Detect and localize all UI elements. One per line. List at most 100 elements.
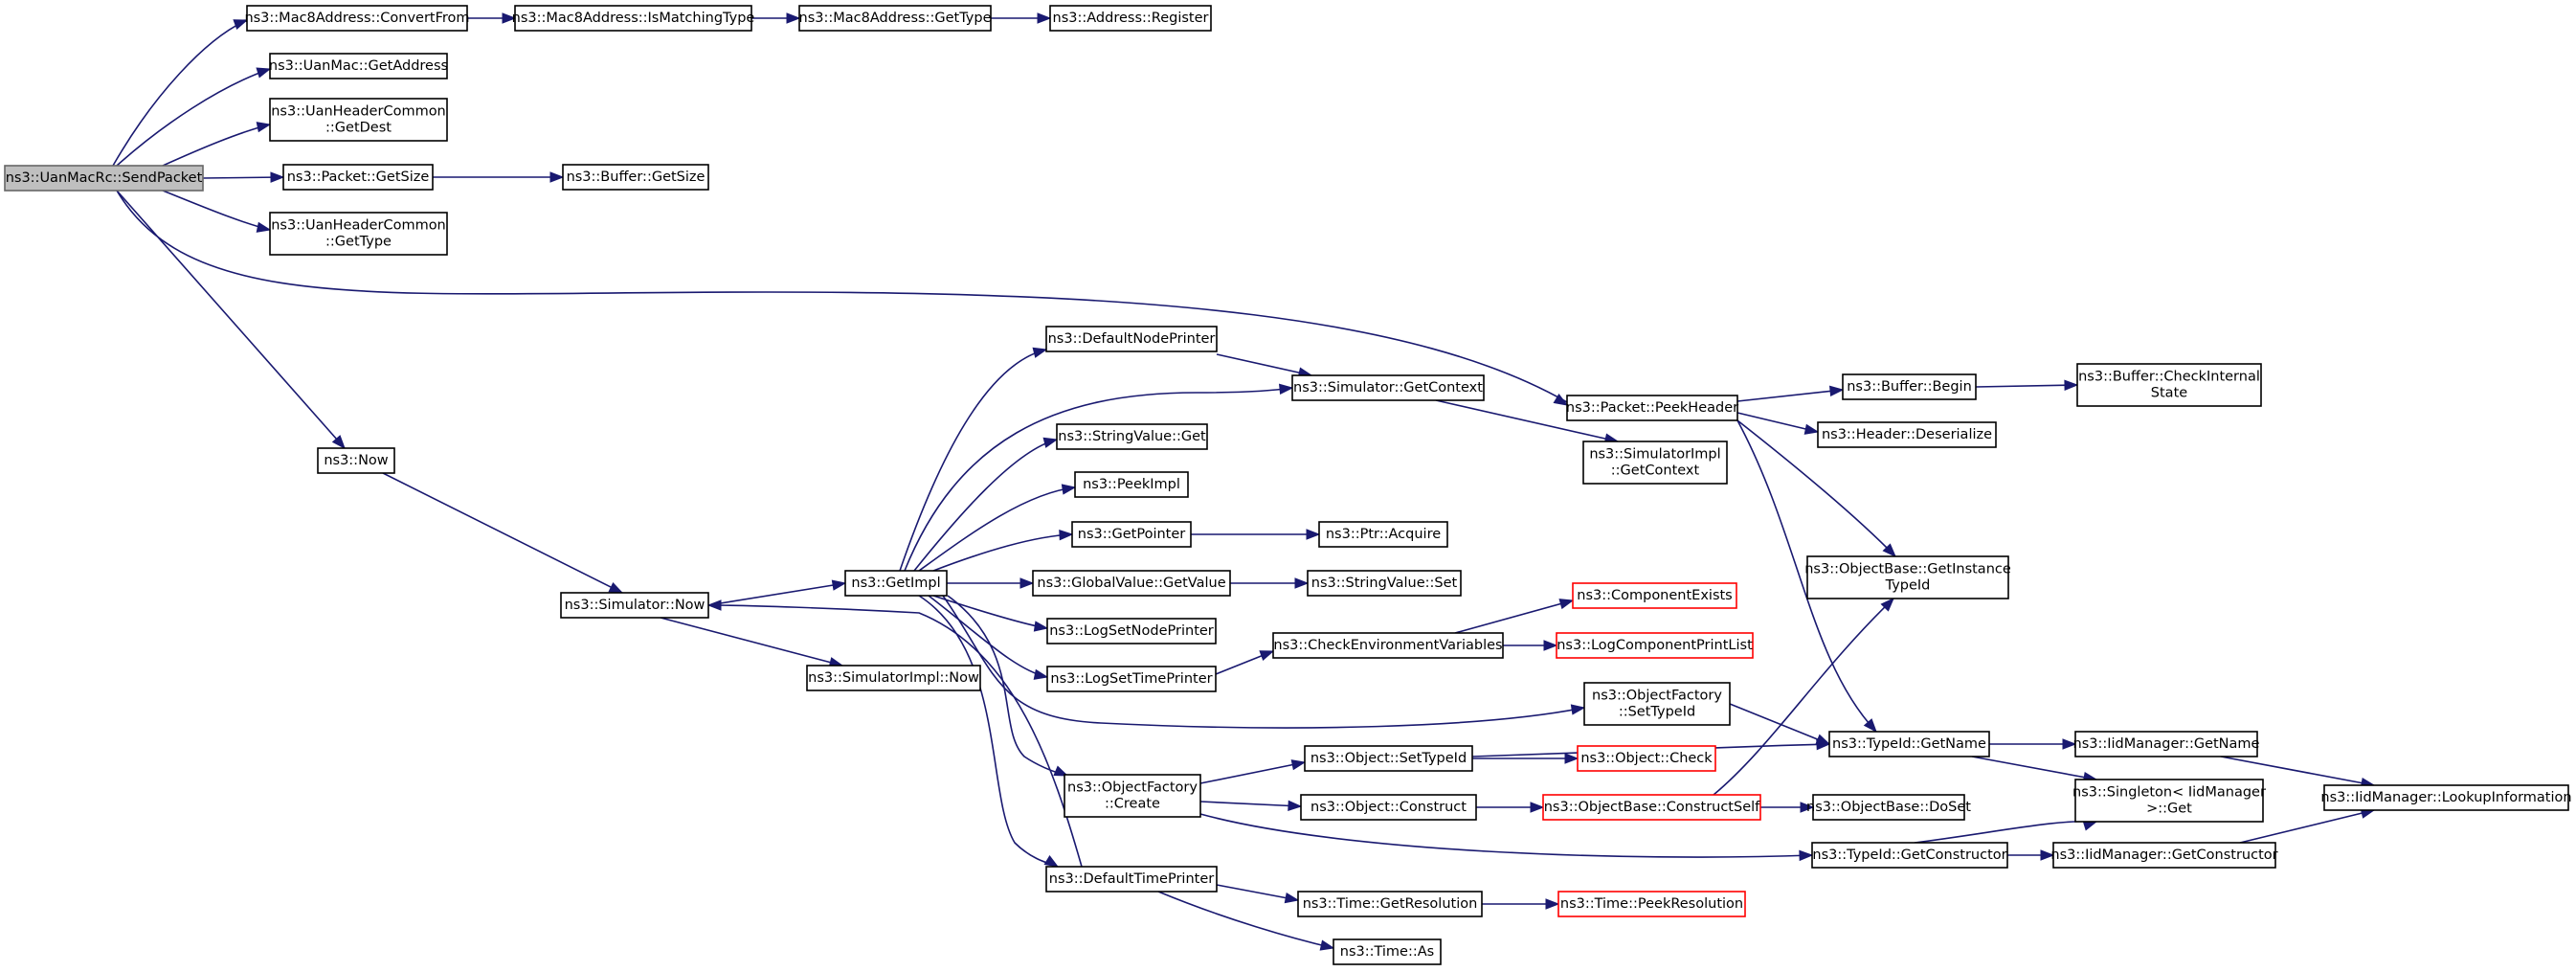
function-node[interactable]: ns3::PeekImpl bbox=[1074, 471, 1189, 498]
edge-line bbox=[918, 595, 1059, 868]
edge-arrowhead bbox=[1882, 543, 1896, 557]
function-node[interactable]: ns3::IidManager::GetConstructor bbox=[2050, 842, 2278, 869]
function-node[interactable]: ns3::SimulatorImpl::GetContext bbox=[1582, 441, 1728, 485]
function-node[interactable]: ns3::GlobalValue::GetValue bbox=[1032, 570, 1231, 597]
function-node[interactable]: ns3::Buffer::GetSize bbox=[562, 164, 709, 191]
function-node[interactable]: ns3::Ptr::Acquire bbox=[1318, 521, 1448, 548]
function-node[interactable]: ns3::LogSetTimePrinter bbox=[1046, 666, 1217, 692]
node-label: ns3::CheckEnvironmentVariables bbox=[1273, 638, 1502, 653]
function-node[interactable]: ns3::GetPointer bbox=[1071, 521, 1192, 548]
function-node[interactable]: ns3::LogSetNodePrinter bbox=[1046, 618, 1217, 644]
edge-n34-to-n35 bbox=[1216, 884, 1300, 904]
function-node[interactable]: ns3::Header::Deserialize bbox=[1817, 421, 1997, 448]
edge-arrowhead bbox=[1284, 892, 1300, 904]
edge-n14-to-n15 bbox=[1216, 353, 1313, 378]
function-node[interactable]: ns3::Packet::GetSize bbox=[282, 164, 434, 191]
node-box bbox=[1817, 421, 1997, 448]
function-node[interactable]: ns3::TypeId::GetConstructor bbox=[1811, 842, 2008, 869]
edge-arrowhead bbox=[1319, 939, 1335, 951]
function-node[interactable]: ns3::Now bbox=[317, 447, 395, 474]
function-node[interactable]: ns3::DefaultTimePrinter bbox=[1045, 866, 1218, 893]
function-node[interactable]: ns3::IidManager::GetName bbox=[2073, 731, 2260, 757]
edge-n12-to-n18 bbox=[918, 484, 1077, 572]
function-node[interactable]: ns3::Object::SetTypeId bbox=[1304, 745, 1473, 772]
function-node[interactable]: ns3::Object::Construct bbox=[1300, 794, 1477, 821]
edge-n12-to-n15 bbox=[904, 383, 1294, 572]
function-node[interactable]: ns3::Singleton< IidManager >::Get bbox=[2072, 779, 2266, 823]
function-node[interactable]: ns3::Time::GetResolution bbox=[1297, 891, 1483, 917]
edge-arrowhead bbox=[1558, 599, 1575, 610]
edge-n43-to-n44 bbox=[1729, 703, 1831, 745]
node-label: ns3::Object::Construct bbox=[1310, 800, 1467, 815]
function-node[interactable]: ns3::Address::Register bbox=[1049, 5, 1212, 32]
edge-arrowhead bbox=[1059, 529, 1074, 541]
node-label: ns3::LogSetTimePrinter bbox=[1050, 671, 1212, 687]
function-node[interactable]: ns3::DefaultNodePrinter bbox=[1045, 326, 1218, 352]
function-node[interactable]: ns3::Mac8Address::IsMatchingType bbox=[512, 5, 755, 32]
edge-n48-to-n49 bbox=[2007, 849, 2055, 861]
function-node[interactable]: ns3::Mac8Address::GetType bbox=[798, 5, 992, 32]
function-node[interactable]: ns3::ObjectFactory::Create bbox=[1064, 774, 1201, 818]
function-node[interactable]: ns3::UanMac::GetAddress bbox=[269, 53, 448, 79]
edge-arrowhead bbox=[1828, 385, 1845, 397]
edge-n38-to-n41 bbox=[1736, 412, 1820, 435]
edge-arrowhead bbox=[608, 581, 624, 594]
edge-line bbox=[1157, 891, 1334, 949]
edge-arrowhead bbox=[1288, 800, 1303, 812]
function-node[interactable]: ns3::SimulatorImpl::Now bbox=[806, 665, 981, 691]
function-node[interactable]: ns3::IidManager::LookupInformation bbox=[2320, 784, 2572, 811]
edge-n32-to-n42 bbox=[1713, 598, 1894, 796]
node-box bbox=[1556, 632, 1754, 659]
edge-line bbox=[1199, 813, 1813, 858]
function-node[interactable]: ns3::ObjectBase::ConstructSelf bbox=[1542, 794, 1761, 821]
edge-n34-to-n11 bbox=[706, 599, 1083, 868]
function-node[interactable]: ns3::Mac8Address::ConvertFrom bbox=[244, 5, 470, 32]
function-node[interactable]: ns3::GetImpl bbox=[844, 570, 948, 597]
edge-n11-to-n13 bbox=[660, 617, 844, 668]
function-node[interactable]: ns3::CheckEnvironmentVariables bbox=[1272, 632, 1504, 659]
function-node[interactable]: ns3::UanHeaderCommon::GetDest bbox=[269, 98, 448, 142]
edge-line bbox=[202, 176, 284, 179]
node-box bbox=[1064, 774, 1201, 818]
function-node[interactable]: ns3::Simulator::GetContext bbox=[1291, 374, 1485, 401]
node-box bbox=[562, 164, 709, 191]
edge-line bbox=[2239, 809, 2375, 844]
function-node[interactable]: ns3::Simulator::Now bbox=[560, 592, 709, 619]
function-node[interactable]: ns3::ObjectFactory::SetTypeId bbox=[1583, 682, 1731, 726]
function-node[interactable]: ns3::Time::PeekResolution bbox=[1557, 891, 1746, 917]
function-node[interactable]: ns3::UanMacRc::SendPacket bbox=[4, 165, 204, 192]
edge-arrowhead bbox=[331, 435, 346, 450]
function-node[interactable]: ns3::Buffer::Begin bbox=[1842, 373, 1977, 400]
function-node[interactable]: ns3::Packet::PeekHeader bbox=[1566, 395, 1738, 421]
node-box bbox=[1300, 794, 1477, 821]
node-label: ns3::DefaultTimePrinter bbox=[1049, 871, 1214, 887]
node-box bbox=[1582, 441, 1728, 485]
node-box bbox=[844, 570, 948, 597]
edge-line bbox=[2220, 756, 2375, 786]
edge-arrowhead bbox=[1290, 759, 1307, 771]
node-box bbox=[1046, 666, 1217, 692]
function-node[interactable]: ns3::UanHeaderCommon::GetType bbox=[269, 212, 448, 256]
function-node[interactable]: ns3::Time::As bbox=[1333, 938, 1442, 965]
function-node[interactable]: ns3::StringValue::Get bbox=[1056, 423, 1208, 450]
edge-arrowhead bbox=[1037, 12, 1052, 24]
node-label: ns3::UanHeaderCommon bbox=[271, 104, 446, 120]
node-box bbox=[1304, 745, 1473, 772]
function-node[interactable]: ns3::Object::Check bbox=[1577, 745, 1716, 772]
edge-line bbox=[116, 68, 271, 167]
edge-arrowhead bbox=[1294, 577, 1310, 589]
function-node[interactable]: ns3::LogComponentPrintList bbox=[1556, 632, 1754, 659]
function-node[interactable]: ns3::ObjectBase::DoSet bbox=[1806, 794, 1971, 821]
edge-n0-to-n6 bbox=[162, 122, 272, 167]
node-box bbox=[269, 53, 448, 79]
function-node[interactable]: ns3::TypeId::GetName bbox=[1828, 731, 1990, 757]
function-node[interactable]: ns3::StringValue::Set bbox=[1307, 570, 1462, 597]
function-node[interactable]: ns3::ComponentExists bbox=[1572, 582, 1737, 609]
edge-line bbox=[707, 604, 1083, 868]
node-label: ns3::TypeId::GetConstructor bbox=[1812, 848, 2006, 863]
call-edges bbox=[112, 12, 2376, 951]
edge-n25-to-n26 bbox=[1454, 599, 1575, 634]
node-box bbox=[1583, 682, 1731, 726]
